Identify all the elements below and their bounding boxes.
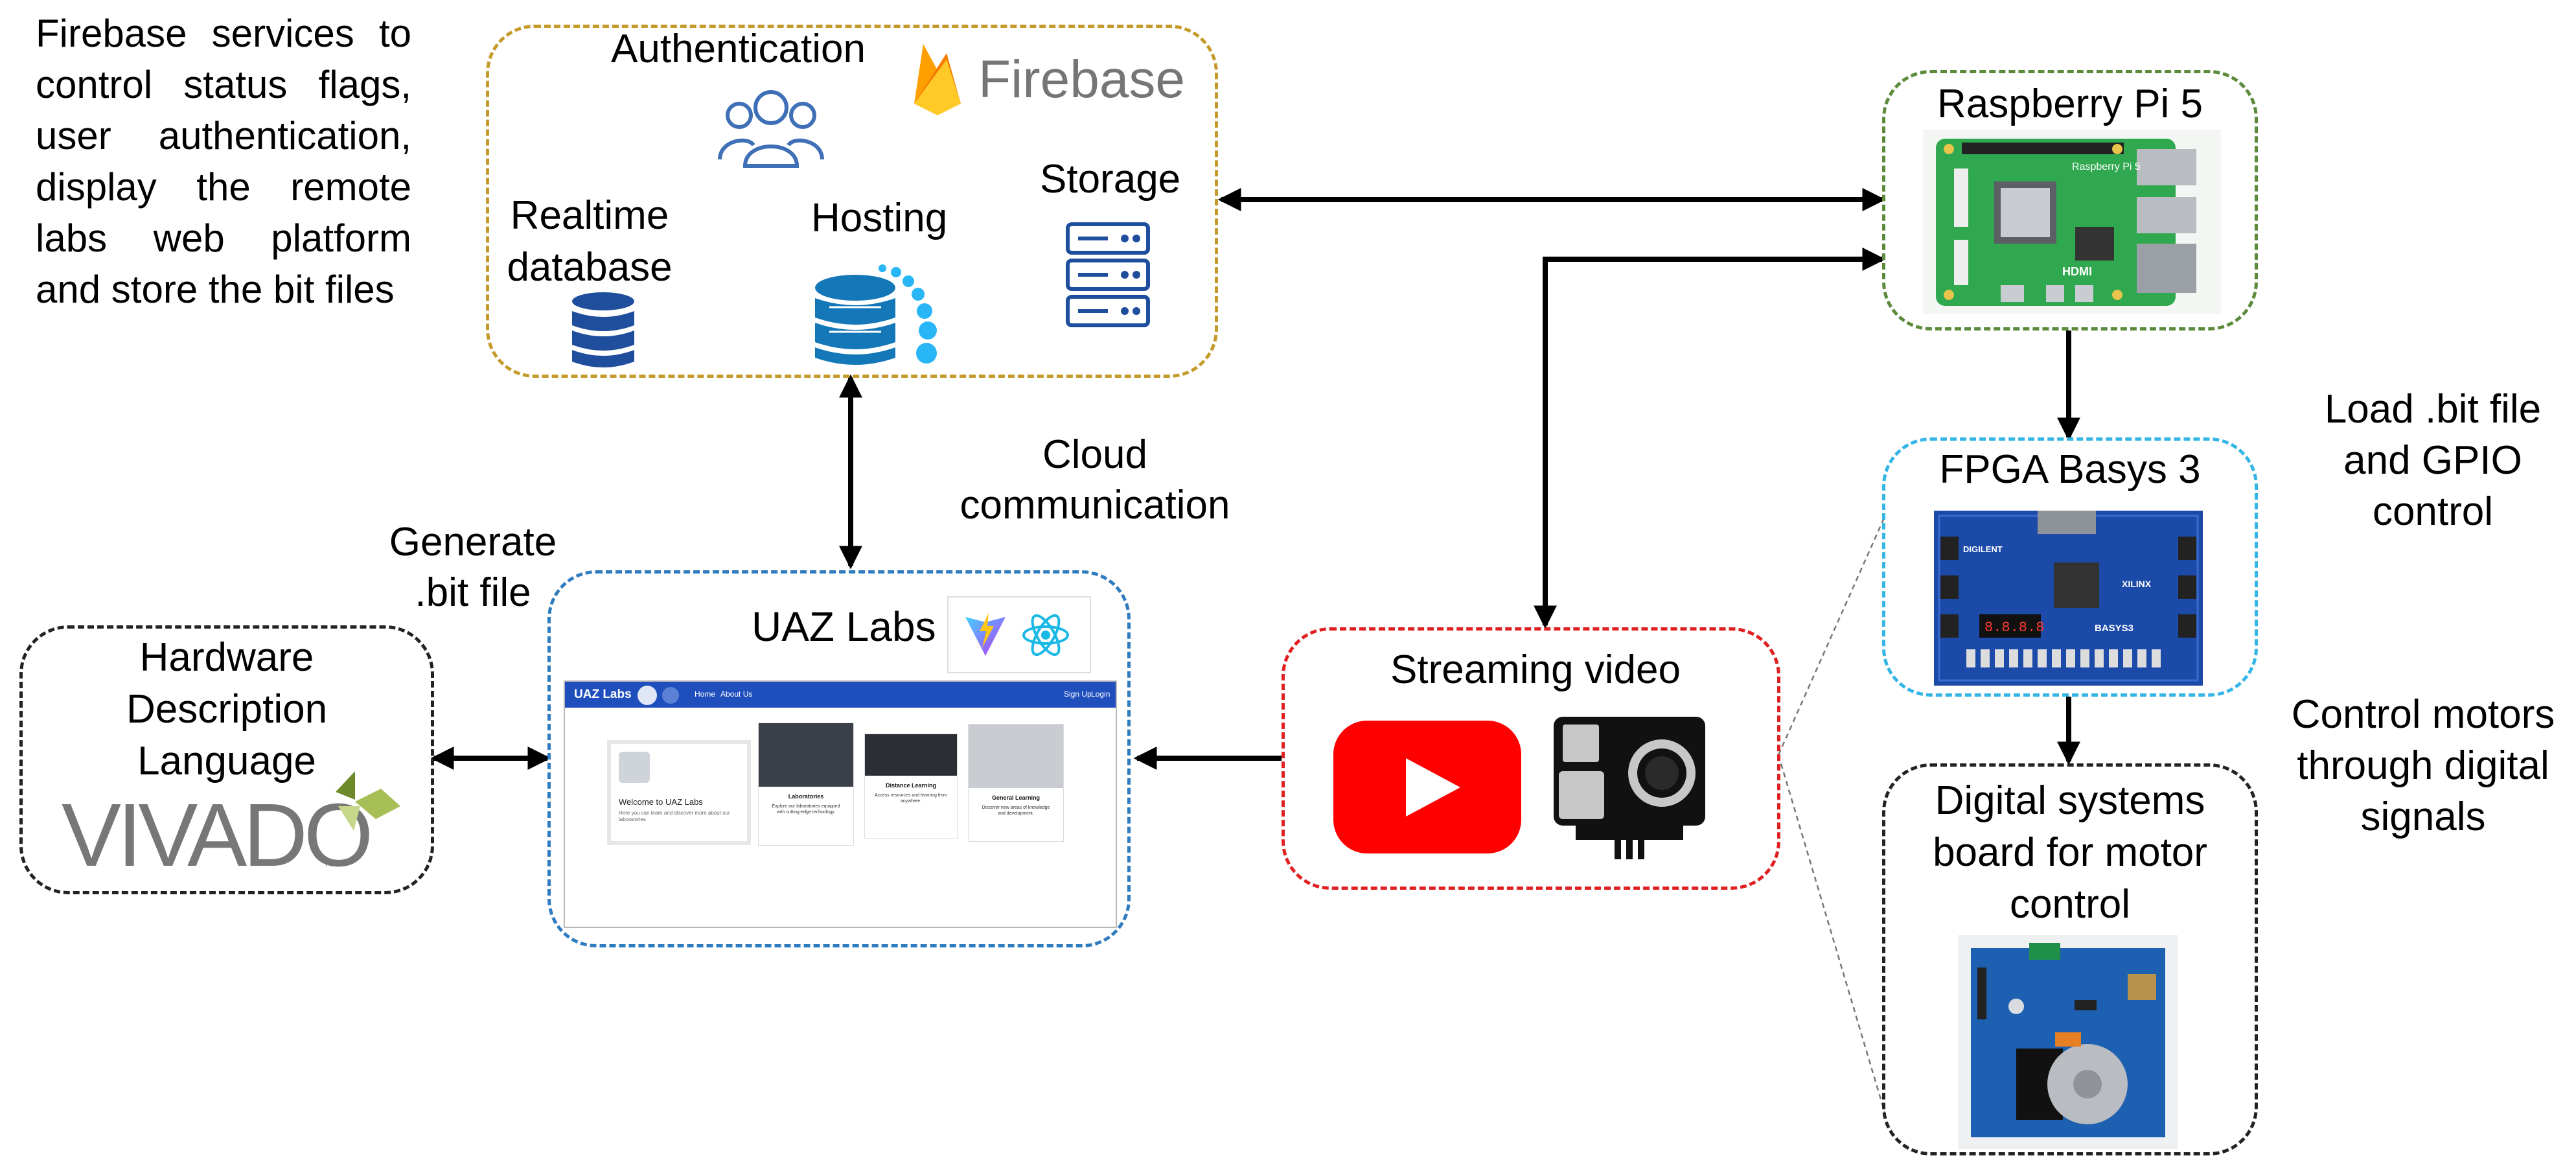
leader-line-top [1777, 515, 1887, 756]
mock-nav-home[interactable]: Home [695, 690, 716, 699]
firebase-note: Firebase services to control status flag… [36, 12, 411, 311]
mock-card-image-lab [759, 723, 853, 787]
generate-line1: Generate [389, 520, 557, 564]
uaz-labs-title: UAZ Labs [752, 603, 936, 650]
server-storage-icon [1063, 220, 1153, 337]
mock-card-title-general: General Learning [991, 794, 1041, 801]
digital-board-line3: control [2009, 882, 2131, 927]
digital-board-line1: Digital systems [1935, 778, 2205, 823]
mock-card-text-distance: Access resources and learning from anywh… [875, 793, 947, 804]
vivado-tm: TM [324, 858, 338, 868]
uaz-labs-box [547, 570, 1131, 947]
storage-label: Storage [1040, 157, 1181, 202]
mock-nav-logo-icon [662, 687, 679, 704]
realtime-db-line1: Realtime [510, 193, 669, 238]
realtime-db-line2: database [507, 245, 673, 290]
authentication-label: Authentication [611, 27, 866, 71]
control-motors-line2: through digital [2297, 743, 2549, 788]
hosting-icon [810, 261, 959, 374]
cloud-communication-label: Cloud communication [933, 430, 1257, 531]
load-bit-label: Load .bit file and GPIO control [2306, 384, 2559, 537]
mock-nav-brand[interactable]: UAZ Labs [574, 688, 632, 701]
generate-line2: .bit file [415, 570, 531, 615]
raspberry-pi-box [1882, 70, 2258, 330]
mock-welcome-text: Here you can learn and discover more abo… [619, 810, 730, 823]
mock-welcome-card: Welcome to UAZ Labs Here you can learn a… [607, 740, 751, 845]
mock-card-image-general [969, 725, 1063, 788]
control-motors-line1: Control motors [2291, 692, 2555, 737]
hdl-line1: Hardware [139, 635, 314, 680]
raspberry-board-text: Raspberry Pi 5 [2072, 161, 2141, 172]
firebase-services-box [486, 25, 1218, 378]
control-motors-label: Control motors through digital signals [2274, 689, 2572, 842]
cloud-line1: Cloud [1042, 432, 1147, 477]
mock-card-general[interactable]: General Learning Discover new areas of k… [968, 724, 1064, 842]
streaming-video-box [1282, 627, 1780, 890]
fpga-brand1-text: DIGILENT [1963, 544, 2003, 554]
hdl-box [19, 625, 434, 894]
fpga-basys3-box [1882, 437, 2258, 697]
firebase-flame-icon [910, 40, 965, 121]
react-icon [1020, 609, 1072, 664]
hdl-line2: Description [126, 687, 328, 732]
vivado-logo-text: VIVADO [62, 785, 373, 885]
load-bit-line1: Load .bit file [2324, 387, 2542, 432]
digital-board-line2: board for motor [1933, 830, 2207, 875]
framework-logos [947, 596, 1091, 673]
mock-navbar: UAZ Labs Home About Us Sign Up Login [565, 682, 1116, 708]
fpga-model-text: BASYS3 [2095, 623, 2133, 634]
mock-nav-seal-icon [638, 686, 657, 705]
mock-nav-login[interactable]: Login [1091, 690, 1110, 699]
digital-board-box [1882, 763, 2258, 1155]
leader-line-bottom [1777, 754, 1887, 1115]
mock-card-text-general: Discover new areas of knowledge and deve… [982, 806, 1050, 817]
mock-card-distance[interactable]: Distance Learning Access resources and l… [864, 734, 958, 839]
fpga-brand2-text: XILINX [2122, 579, 2152, 589]
mock-card-title-distance: Distance Learning [885, 782, 937, 789]
arrow-streaming-raspberry [1534, 248, 1886, 629]
raspberry-pi-title: Raspberry Pi 5 [1937, 82, 2203, 126]
hdl-line3: Language [137, 739, 316, 783]
raspberry-hdmi-text: HDMI [2062, 265, 2092, 278]
generate-bit-label: Generate .bit file [363, 517, 583, 618]
mock-card-title-lab: Laboratories [788, 793, 824, 800]
mock-nav-signup[interactable]: Sign Up [1064, 690, 1092, 699]
raspberry-pi-board-image: Raspberry Pi 5 HDMI [1923, 130, 2221, 318]
realtime-database-label: Realtime database [499, 190, 680, 294]
streaming-video-title: Streaming video [1390, 647, 1681, 692]
users-icon [716, 83, 826, 174]
uaz-website-mockup: UAZ Labs Home About Us Sign Up Login Wel… [564, 680, 1117, 928]
digital-board-title: Digital systems board for motor control [1882, 775, 2258, 931]
load-bit-line3: control [2372, 489, 2494, 534]
fpga-seven-seg-text: 8.8.8.8 [1984, 620, 2044, 636]
action-camera-icon [1548, 712, 1710, 867]
firebase-logo-text: Firebase [978, 50, 1186, 109]
control-motors-line3: signals [2360, 794, 2486, 839]
motor-control-board-image [1958, 935, 2178, 1152]
fpga-board-image: DIGILENT XILINX BASYS3 8.8.8.8 [1934, 511, 2203, 689]
vivado-mark-icon [329, 766, 407, 841]
load-bit-line2: and GPIO [2343, 438, 2522, 483]
hosting-label: Hosting [811, 196, 948, 240]
database-icon [568, 292, 639, 376]
hdl-title: Hardware Description Language [65, 632, 389, 787]
mock-card-text-lab: Explore our laboratories equipped with c… [772, 804, 840, 815]
mock-seal-icon [619, 752, 650, 783]
fpga-basys3-title: FPGA Basys 3 [1939, 447, 2201, 492]
youtube-icon [1333, 721, 1521, 857]
mock-nav-about[interactable]: About Us [720, 690, 753, 699]
vite-icon [963, 612, 1008, 662]
mock-card-laboratories[interactable]: Laboratories Explore our laboratories eq… [758, 723, 854, 846]
mock-welcome-title: Welcome to UAZ Labs [619, 797, 703, 807]
mock-card-image-distance [865, 734, 957, 776]
cloud-line2: communication [960, 483, 1230, 528]
